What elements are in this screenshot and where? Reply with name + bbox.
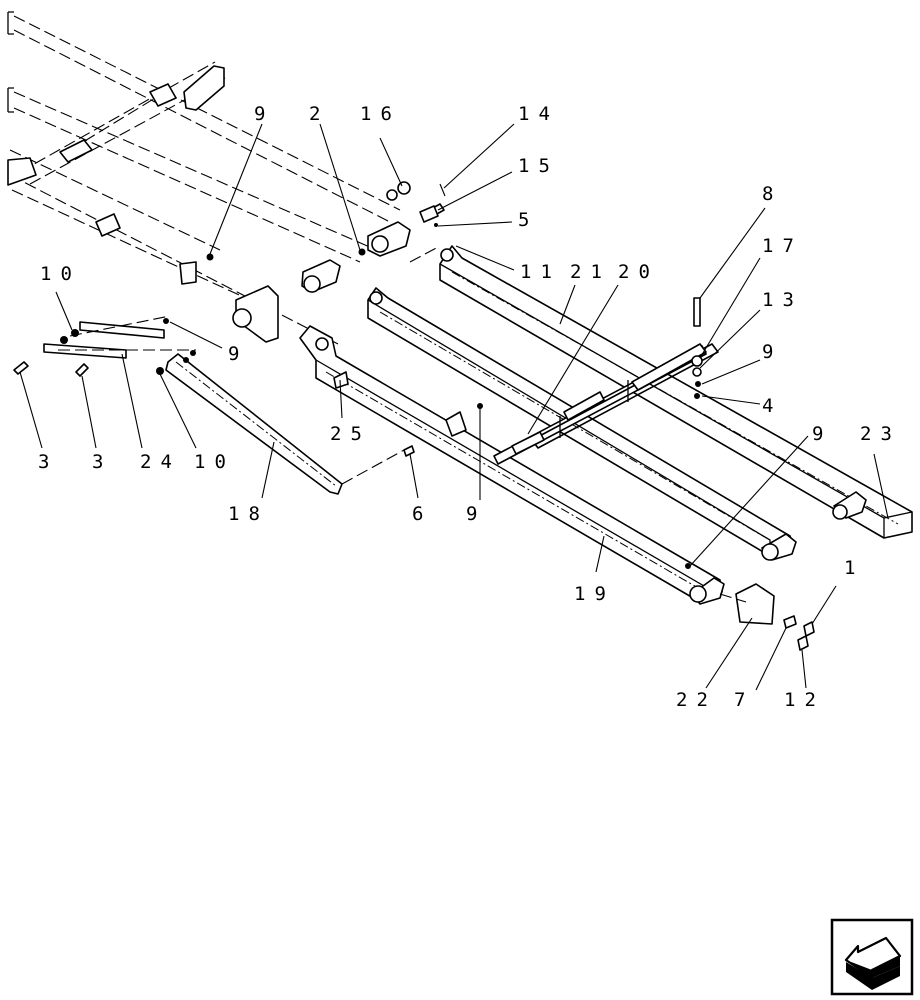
callout-20: 20 — [618, 261, 659, 283]
callout-7: 7 — [734, 689, 754, 711]
beam-20 — [367, 287, 797, 561]
callout-18: 18 — [228, 503, 269, 525]
callout-5: 5 — [518, 209, 538, 231]
callout-8: 8 — [762, 183, 782, 205]
callout-23: 23 — [860, 423, 901, 445]
frame-phantom — [7, 11, 401, 346]
callout-4: 4 — [762, 395, 782, 417]
callout-3: 3 — [38, 451, 58, 473]
callout-9: 9 — [254, 103, 274, 125]
callout-3: 3 — [92, 451, 112, 473]
callout-17: 17 — [762, 235, 803, 257]
callout-6: 6 — [412, 503, 432, 525]
linkage-24 — [13, 315, 196, 377]
callout-9: 9 — [812, 423, 832, 445]
callout-14: 14 — [518, 103, 559, 125]
callout-9: 9 — [228, 343, 248, 365]
nav-arrow-button[interactable] — [830, 918, 914, 996]
beam-23 — [439, 245, 913, 539]
callout-12: 12 — [784, 689, 825, 711]
callout-2: 2 — [309, 103, 329, 125]
leader-lines — [19, 123, 889, 691]
callout-labels: 9 2 16 14 15 5 11 21 20 8 17 13 9 4 10 9… — [38, 103, 901, 711]
callout-21: 21 — [570, 261, 611, 283]
callout-22: 22 — [676, 689, 717, 711]
callout-15: 15 — [518, 155, 559, 177]
brace-18 — [156, 353, 343, 495]
callout-10: 10 — [194, 451, 235, 473]
callout-16: 16 — [360, 103, 401, 125]
arrow-icon — [844, 936, 902, 990]
callout-24: 24 — [140, 451, 181, 473]
cross-tubes-21 — [493, 343, 719, 465]
callout-11: 11 — [520, 261, 561, 283]
callout-10: 10 — [40, 263, 81, 285]
callout-19: 19 — [574, 583, 615, 605]
callout-25: 25 — [330, 423, 371, 445]
hardware — [341, 183, 815, 651]
callout-1: 1 — [844, 557, 864, 579]
callout-9: 9 — [762, 341, 782, 363]
callout-13: 13 — [762, 289, 803, 311]
beam-19 — [299, 325, 725, 605]
callout-9: 9 — [466, 503, 486, 525]
